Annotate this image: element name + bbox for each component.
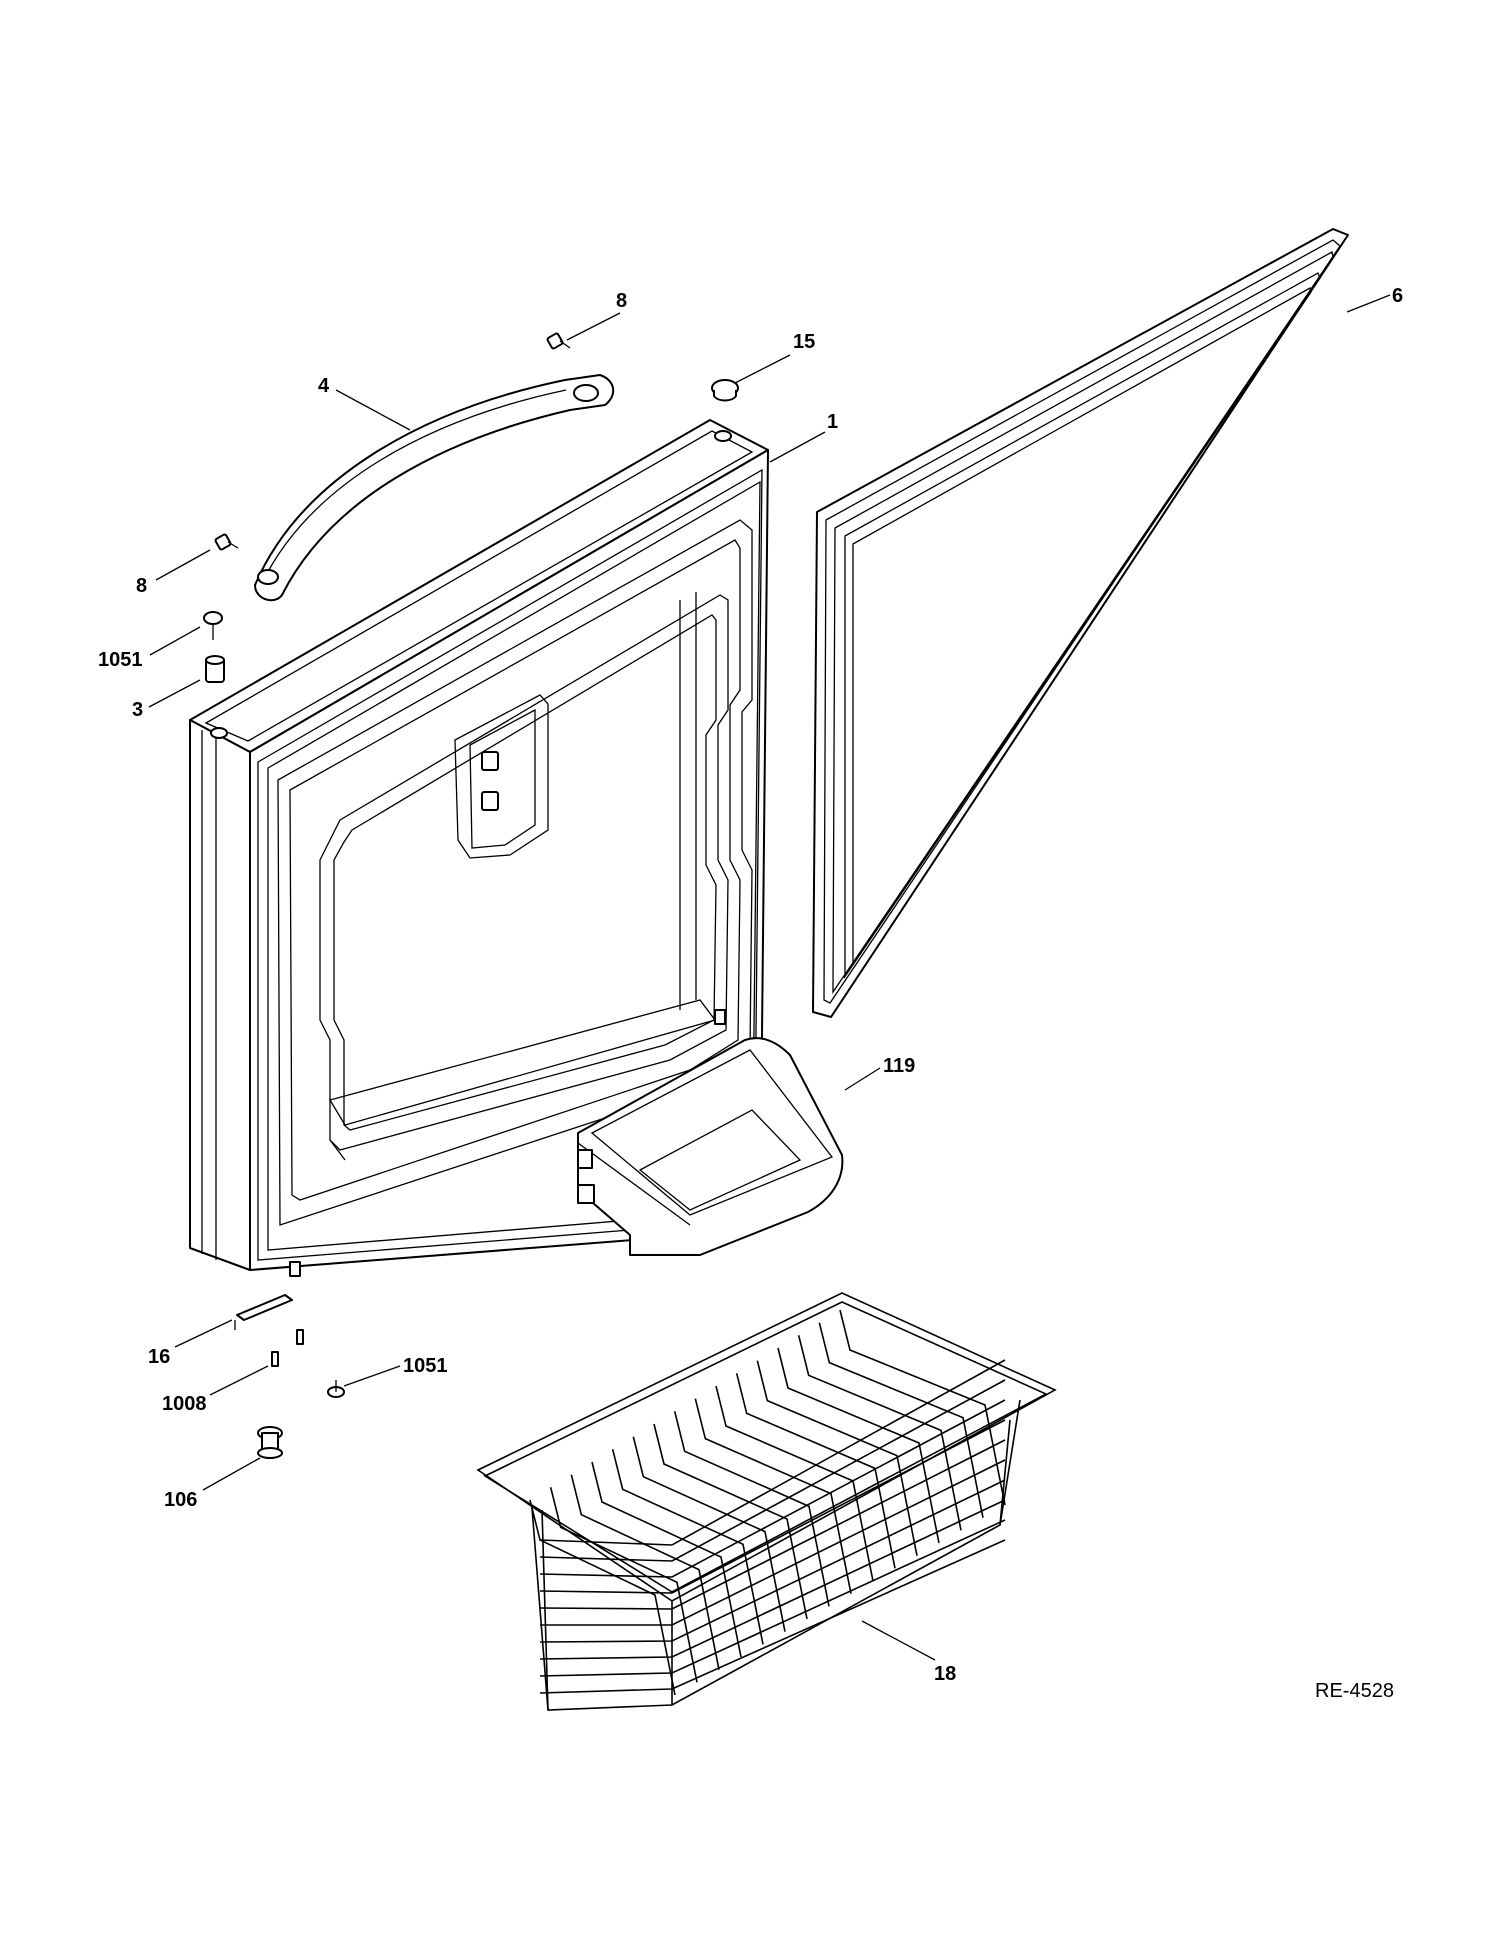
- basket-rib: [611, 1449, 764, 1645]
- basket-crosswire: [539, 1379, 1006, 1562]
- door-assembly: [189, 419, 769, 1277]
- basket-rib: [839, 1309, 1006, 1506]
- plug-button-15: [711, 379, 739, 402]
- callout-8-left: 8: [136, 575, 147, 597]
- screw-8-left: [214, 533, 239, 551]
- basket-crosswire: [539, 1539, 1006, 1694]
- basket-rib: [529, 1499, 676, 1696]
- screw-1051-lower: [327, 1380, 345, 1398]
- basket-rib: [735, 1373, 896, 1569]
- screw-1008: [271, 1329, 304, 1367]
- basket-crosswire: [540, 1459, 1006, 1626]
- screw-8-top: [546, 332, 571, 350]
- basket-rib: [694, 1398, 852, 1594]
- callout-3: 3: [132, 699, 143, 721]
- basket-rib: [570, 1474, 720, 1670]
- basket-crosswire: [539, 1499, 1006, 1660]
- callout-6: 6: [1392, 285, 1403, 307]
- callout-4: 4: [318, 375, 330, 397]
- callout-1051-lower: 1051: [403, 1355, 448, 1377]
- callout-1008: 1008: [162, 1393, 207, 1415]
- basket-crosswire: [539, 1359, 1006, 1546]
- basket-rib: [818, 1322, 984, 1518]
- callout-8-top: 8: [616, 290, 627, 312]
- screw-1051-upper: [203, 611, 223, 640]
- bushing-3: [205, 655, 225, 683]
- basket-crosswire: [539, 1419, 1006, 1594]
- basket-crosswire: [539, 1439, 1006, 1610]
- callout-15: 15: [793, 331, 815, 353]
- drawing-code: RE-4528: [1315, 1680, 1394, 1702]
- basket-rib: [673, 1411, 830, 1607]
- basket-crosswire: [539, 1479, 1006, 1643]
- callout-18: 18: [934, 1663, 956, 1685]
- callout-119: 119: [883, 1055, 915, 1077]
- callout-106: 106: [164, 1489, 197, 1511]
- basket-rib: [549, 1487, 698, 1683]
- basket-rib: [632, 1436, 786, 1632]
- basket-rib: [797, 1335, 962, 1531]
- hinge-bracket-16: [234, 1294, 293, 1330]
- basket-rib: [653, 1423, 808, 1620]
- basket-rib: [777, 1347, 940, 1544]
- bushing-106: [257, 1426, 283, 1459]
- basket-rib: [591, 1461, 742, 1658]
- door-handle: [254, 374, 615, 602]
- callout-labels: 8 15 6 4 1 8 1051 3 119 16 1008 1051 106…: [98, 285, 1403, 1685]
- callout-1051-upper: 1051: [98, 649, 143, 671]
- door-bin: [577, 1037, 844, 1256]
- basket-rib: [756, 1360, 918, 1556]
- callout-16: 16: [148, 1346, 170, 1368]
- callout-1: 1: [827, 411, 838, 433]
- wire-basket: [476, 1292, 1057, 1711]
- leader-lines: [148, 294, 1391, 1661]
- door-gasket: [812, 228, 1349, 1018]
- basket-crosswire: [539, 1519, 1006, 1677]
- basket-crosswire: [539, 1399, 1006, 1578]
